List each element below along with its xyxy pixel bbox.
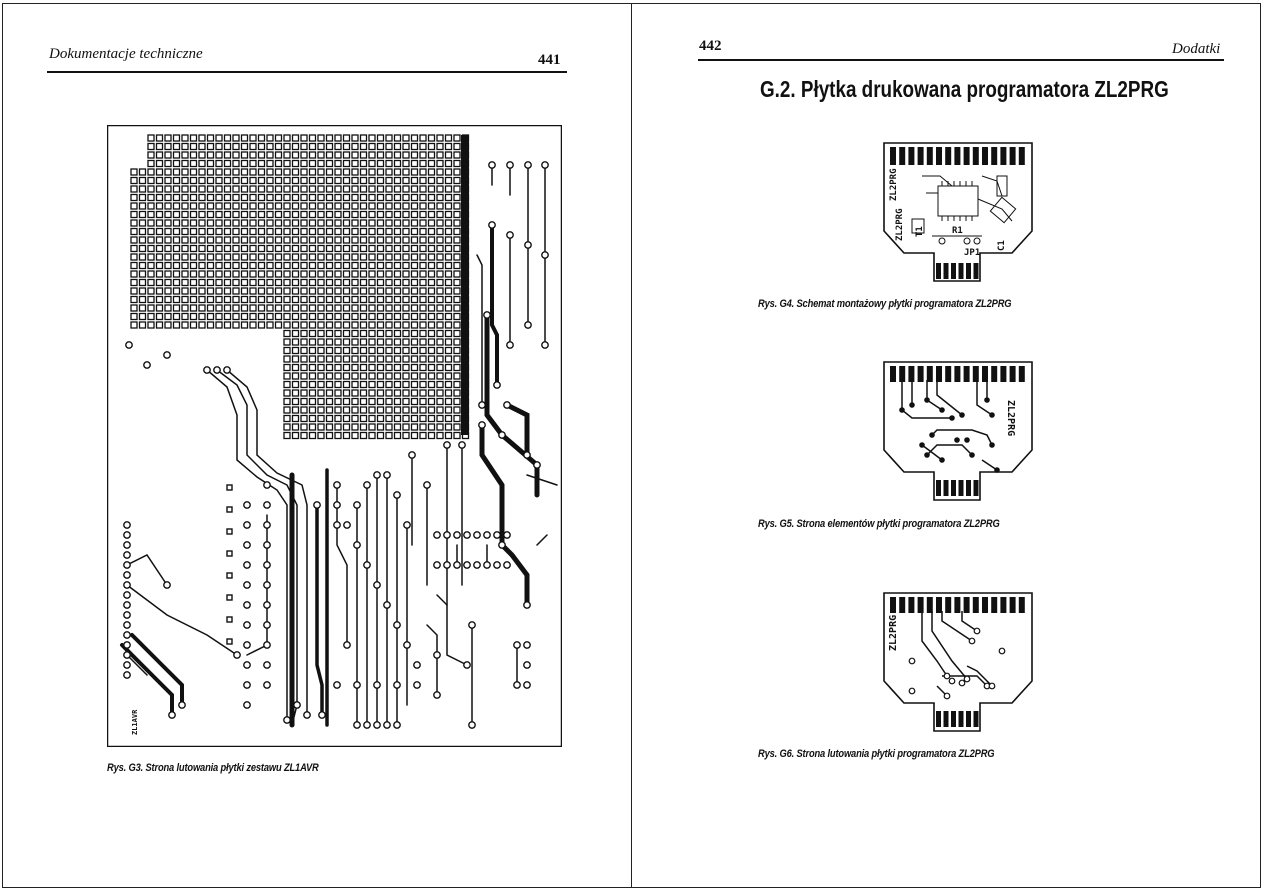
component-label-jp1: JP1 bbox=[964, 248, 980, 258]
figure-caption: Rys. G4. Schemat montażowy płytki progra… bbox=[758, 298, 1012, 310]
board-marking: ZL1AVR bbox=[131, 709, 139, 735]
board-label: ZL2PRG bbox=[888, 615, 899, 651]
running-title: Dokumentacje techniczne bbox=[49, 46, 203, 62]
page-number: 442 bbox=[699, 38, 722, 54]
pcb-component-side-drawing: ZL2PRG bbox=[883, 361, 1033, 501]
figure-caption: Rys. G5. Strona elementów płytki program… bbox=[758, 518, 1000, 530]
figure-caption: Rys. G6. Strona lutowania płytki program… bbox=[758, 748, 995, 760]
component-label-r1: R1 bbox=[952, 226, 963, 236]
board-label: ZL2PRG bbox=[895, 208, 905, 241]
figure-caption: Rys. G3. Strona lutowania płytki zestawu… bbox=[107, 762, 319, 774]
pcb-solder-side-small-drawing: ZL2PRG bbox=[883, 592, 1033, 732]
header-rule bbox=[698, 59, 1224, 61]
header-rule bbox=[47, 71, 567, 73]
right-page: 442 Dodatki G.2. Płytka drukowana progra… bbox=[631, 3, 1261, 888]
board-label-mirrored: ZL2PRG bbox=[1005, 400, 1016, 436]
running-title: Dodatki bbox=[1172, 41, 1221, 57]
component-label-c1: C1 bbox=[997, 240, 1007, 251]
component-label-t1: T1 bbox=[915, 226, 925, 237]
left-page: Dokumentacje techniczne 441 bbox=[2, 3, 632, 888]
section-title: G.2. Płytka drukowana programatora ZL2PR… bbox=[760, 76, 1169, 102]
board-label: ZL2PRG bbox=[889, 168, 899, 201]
pcb-solder-side-drawing: ZL1AVR bbox=[107, 125, 562, 747]
page-number: 441 bbox=[538, 52, 561, 68]
pcb-assembly-drawing: ZL2PRG ZL2PRG T1 R1 JP1 C1 bbox=[883, 142, 1033, 282]
